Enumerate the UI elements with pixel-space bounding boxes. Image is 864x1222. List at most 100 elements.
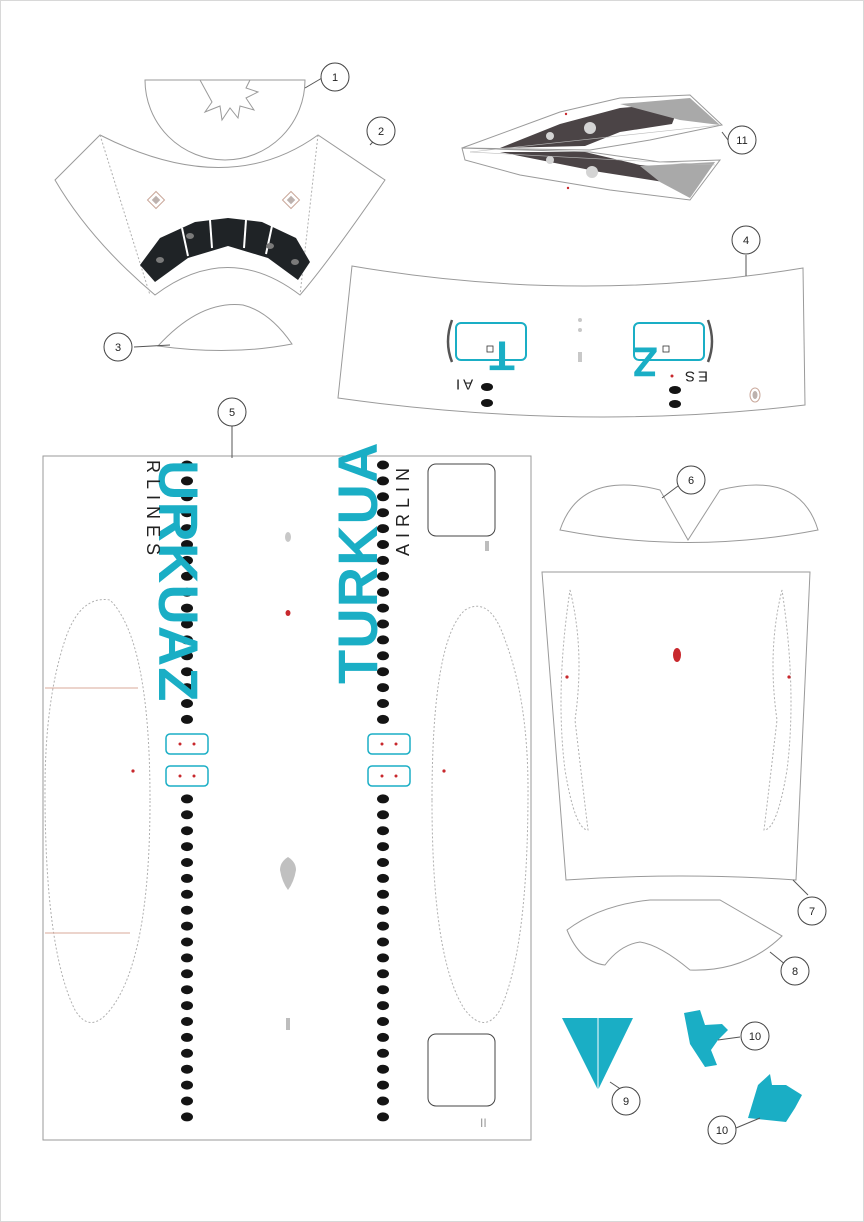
cabin-window (377, 905, 389, 915)
forward-door-left (455, 322, 527, 361)
exit-door-right-2 (367, 765, 411, 787)
cabin-window (377, 842, 389, 852)
cabin-window (377, 651, 389, 661)
cabin-window (181, 810, 193, 820)
callout-number: 7 (809, 906, 815, 918)
part-11-wing-assembly (461, 94, 724, 201)
nose-cap-star-cut (199, 79, 260, 122)
callout-number: 5 (229, 407, 235, 419)
callout-circle (320, 62, 350, 92)
cabin-window (377, 969, 389, 979)
livery-right-sub: AIRLIN (393, 462, 413, 556)
cabin-window (377, 953, 389, 963)
cabin-window (181, 603, 193, 613)
nose-livery-left-word: T (489, 333, 515, 380)
cabin-window (181, 937, 193, 947)
cabin-window (181, 1064, 193, 1074)
cabin-window (377, 1001, 389, 1011)
cabin-window (377, 794, 389, 804)
callout-circle (611, 1086, 641, 1116)
forward-window-2 (481, 399, 493, 407)
part-5-main-fuselage: II URKUAZ RLINES TURKUA AIRLIN (42, 442, 532, 1141)
cabin-window (377, 873, 389, 883)
cabin-window (377, 683, 389, 693)
exit-door-left-2 (165, 765, 209, 787)
cabin-window (181, 714, 193, 724)
forward-door-right (633, 322, 705, 361)
callout-number: 6 (688, 475, 694, 487)
callout-circle (217, 397, 247, 427)
cabin-window (181, 555, 193, 565)
callout-circle (731, 225, 761, 255)
cabin-window (181, 508, 193, 518)
cabin-window (377, 1080, 389, 1090)
cabin-window (377, 571, 389, 581)
cabin-window (181, 842, 193, 852)
cabin-window (377, 508, 389, 518)
cabin-window (181, 1032, 193, 1042)
cabin-window (377, 635, 389, 645)
exit-door-right-1 (367, 733, 411, 755)
nose-livery-right-sub: ES (682, 368, 708, 385)
hatch-marking: II (480, 1116, 487, 1130)
callout-number: 8 (792, 966, 798, 978)
forward-window-4 (669, 400, 681, 408)
callout-number: 10 (716, 1125, 728, 1137)
part-4-forward-fuselage: T AI Z ES (337, 265, 806, 418)
cabin-window (377, 1048, 389, 1058)
callout-circle (707, 1115, 737, 1145)
cabin-window (181, 858, 193, 867)
cabin-window (181, 651, 193, 661)
cabin-window (377, 619, 389, 629)
callout-circle (676, 465, 706, 495)
part-10-winglet-upper (684, 1010, 728, 1067)
nose-livery-left-sub: AI (453, 376, 473, 393)
cabin-window (377, 603, 389, 613)
part-10-winglet-lower (748, 1074, 802, 1122)
cabin-window (377, 1032, 389, 1042)
cabin-window (181, 1048, 193, 1058)
part-9-horizontal-stabilizer (562, 1018, 633, 1090)
part-2-cockpit-section (54, 134, 386, 296)
cabin-window (377, 714, 389, 724)
callout-circle (797, 896, 827, 926)
cabin-window (181, 619, 193, 629)
vertical-stabilizer-mark (280, 857, 296, 890)
forward-window-1 (481, 383, 493, 391)
cabin-window (377, 524, 389, 534)
cabin-window (181, 921, 193, 931)
callout-number: 10 (749, 1031, 761, 1043)
forward-window-3 (669, 386, 681, 394)
cabin-window (377, 667, 389, 677)
callout-number: 9 (623, 1096, 629, 1108)
cabin-window (181, 635, 193, 645)
cabin-window (181, 1096, 193, 1106)
cabin-window (181, 524, 193, 534)
cabin-window (377, 858, 389, 867)
cabin-window (181, 794, 193, 804)
cabin-window (377, 889, 389, 899)
part-7-belly-panel (541, 571, 811, 881)
cabin-window (377, 1112, 389, 1122)
cabin-window (181, 826, 193, 836)
cabin-window (181, 873, 193, 883)
cabin-window (377, 555, 389, 565)
exit-door-left-1 (165, 733, 209, 755)
livery-right-word: TURKUA (326, 442, 389, 684)
cabin-window (377, 540, 389, 549)
livery-left-word: URKUAZ (147, 460, 210, 702)
callout-number: 11 (736, 135, 747, 147)
cabin-window (377, 937, 389, 947)
part-1-nose-cap (144, 79, 306, 161)
cabin-window (377, 1096, 389, 1106)
cabin-window (377, 492, 389, 502)
part-6-tail-cone-top (559, 484, 819, 543)
window-row-left (181, 460, 193, 1122)
callout-number: 4 (743, 235, 749, 247)
cabin-window (181, 905, 193, 915)
cabin-window (181, 1112, 193, 1122)
nose-livery-right-word: Z (632, 339, 658, 386)
cabin-window (181, 683, 193, 693)
